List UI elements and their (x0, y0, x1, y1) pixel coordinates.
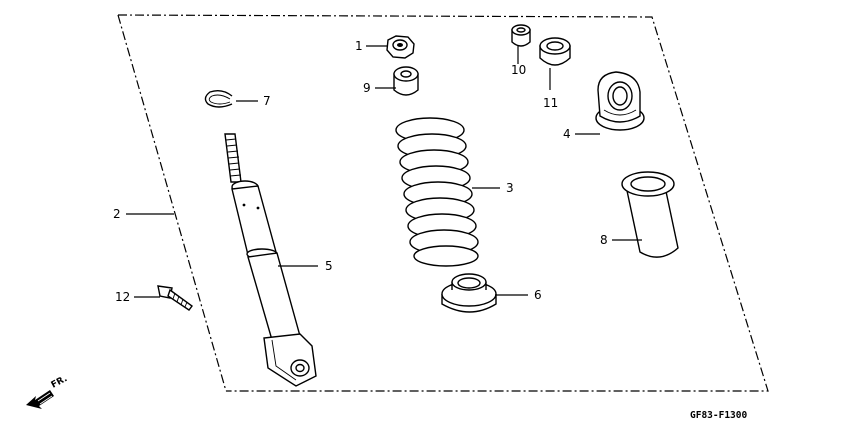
part-bolt (157, 285, 193, 311)
callout-11: 11 (543, 96, 558, 110)
callout-12: 12 (115, 290, 130, 304)
front-direction-arrow-icon (26, 390, 54, 409)
callout-10: 10 (511, 63, 526, 77)
callout-7: 7 (263, 94, 271, 108)
part-nut (386, 35, 415, 59)
callout-5: 5 (325, 259, 333, 273)
part-bushing-eye (539, 37, 571, 66)
assembly-boundary (117, 14, 769, 392)
front-label: FR. (50, 374, 69, 391)
callout-3: 3 (506, 181, 514, 195)
callout-9: 9 (363, 81, 371, 95)
part-spring (395, 117, 479, 267)
callout-8: 8 (600, 233, 608, 247)
part-shock-absorber (224, 133, 317, 387)
callout-2: 2 (113, 207, 121, 221)
figure-code: GF83-F1300 (690, 410, 747, 421)
part-circlip (204, 89, 233, 108)
part-upper-joint (595, 71, 645, 131)
part-dust-cover (621, 171, 679, 258)
part-collar (511, 24, 531, 47)
callout-1: 1 (355, 39, 363, 53)
part-bushing-upper (393, 66, 419, 96)
callout-6: 6 (534, 288, 542, 302)
callout-4: 4 (563, 127, 571, 141)
part-spring-seat (441, 273, 497, 313)
